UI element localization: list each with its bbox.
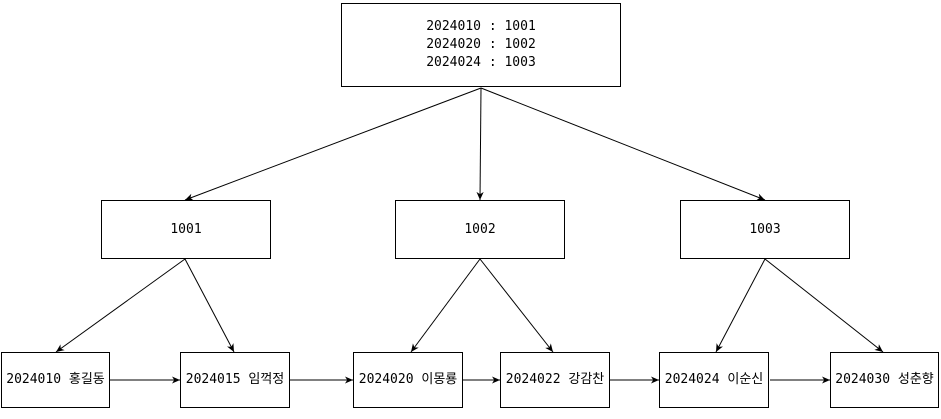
index-node-1001: 1001 bbox=[101, 200, 271, 259]
leaf-record-label: 2024030 성춘향 bbox=[835, 372, 934, 387]
leaf-record-node: 2024030 성춘향 bbox=[830, 352, 939, 408]
leaf-record-label: 2024022 강감찬 bbox=[505, 372, 605, 387]
leaf-record-node: 2024024 이순신 bbox=[659, 352, 769, 408]
index-node-label: 1003 bbox=[749, 221, 781, 237]
edge-1001-to-leaf0 bbox=[55, 258, 186, 353]
index-node-label: 1002 bbox=[464, 221, 496, 237]
edge-1002-to-leaf3 bbox=[479, 258, 554, 353]
leaf-record-node: 2024020 이몽룡 bbox=[353, 352, 463, 408]
leaf-record-label: 2024015 임꺽정 bbox=[185, 372, 285, 387]
leaf-record-label: 2024024 이순신 bbox=[664, 372, 764, 387]
edge-1003-to-leaf4 bbox=[715, 258, 766, 353]
edge-1002-to-leaf2 bbox=[410, 258, 481, 353]
leaf-record-node: 2024010 홍길동 bbox=[1, 352, 110, 408]
leaf-record-label: 2024010 홍길동 bbox=[6, 372, 105, 387]
edge-1001-to-leaf1 bbox=[184, 258, 235, 353]
root-index-node: 2024010 : 1001 2024020 : 1002 2024024 : … bbox=[341, 3, 621, 87]
edge-1003-to-leaf5 bbox=[764, 258, 884, 353]
edge-root-to-1001 bbox=[184, 87, 482, 201]
root-index-entry: 2024024 : 1003 bbox=[426, 55, 536, 70]
index-node-1003: 1003 bbox=[680, 200, 850, 259]
index-node-1002: 1002 bbox=[395, 200, 565, 259]
leaf-record-node: 2024022 강감찬 bbox=[500, 352, 610, 408]
leaf-record-node: 2024015 임꺽정 bbox=[180, 352, 290, 408]
edge-root-to-1003 bbox=[480, 87, 766, 201]
index-node-label: 1001 bbox=[170, 221, 202, 237]
leaf-record-label: 2024020 이몽룡 bbox=[358, 372, 458, 387]
root-index-entry: 2024020 : 1002 bbox=[426, 37, 536, 52]
root-index-entry: 2024010 : 1001 bbox=[426, 19, 536, 34]
edge-root-to-1002 bbox=[476, 87, 484, 201]
